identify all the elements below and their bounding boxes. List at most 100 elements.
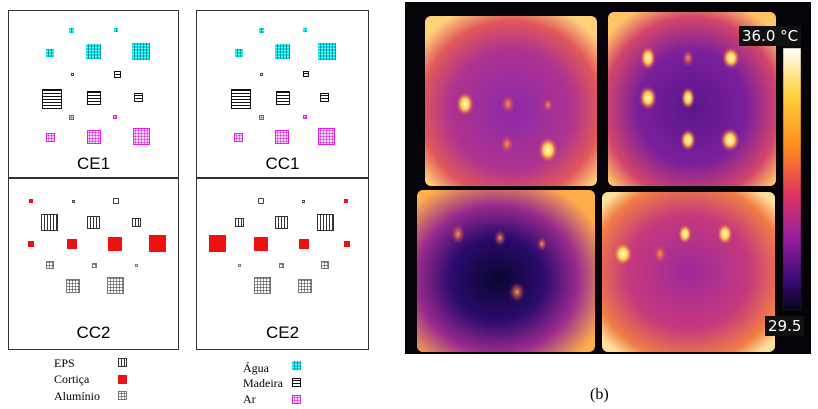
eps-sample <box>275 216 288 229</box>
legend-water-swatch <box>292 361 301 370</box>
panel-label: CC1 <box>265 154 300 173</box>
air-sample <box>234 133 243 142</box>
scale-max-label: 36.0 °C <box>739 26 802 46</box>
hotspot <box>456 92 474 116</box>
legend-wood-swatch <box>292 378 301 387</box>
hotspot <box>639 86 657 110</box>
air-sample <box>87 130 101 144</box>
water-sample <box>46 49 54 57</box>
eps-sample <box>132 218 141 227</box>
wood-sample <box>231 89 251 109</box>
hotspot <box>543 98 553 112</box>
cork-sample <box>28 241 34 247</box>
panel-ce2: CE2 <box>196 178 369 350</box>
wood-sample <box>42 89 62 109</box>
air-sample <box>46 133 55 142</box>
wood-sample <box>71 73 74 76</box>
legend-cork-label: Cortiça <box>54 372 90 386</box>
panel-ce1: CE1 <box>8 10 179 178</box>
wood-sample <box>134 93 143 102</box>
hotspot <box>680 129 696 151</box>
hotspot <box>501 94 515 114</box>
legend-air-swatch <box>292 395 301 404</box>
aluminum-sample <box>298 279 312 293</box>
water-sample <box>132 43 150 60</box>
hotspot <box>722 47 740 69</box>
cork-sample <box>67 239 77 249</box>
eps-sample <box>113 198 119 204</box>
aluminum-sample <box>238 264 241 267</box>
hotspot <box>653 244 667 264</box>
thermal-image: 36.0 °C 29.5 <box>405 2 811 354</box>
legend-cork-swatch <box>118 375 127 384</box>
panel-cc2: CC2 <box>8 178 179 350</box>
legend-wood-label: Madeira <box>243 376 283 390</box>
wood-sample <box>320 93 329 102</box>
air-sample <box>113 115 117 119</box>
panel-label: CE2 <box>265 323 300 342</box>
legend-aluminum-swatch <box>118 391 127 400</box>
air-sample <box>133 128 150 145</box>
hotspot <box>537 237 547 251</box>
hotspot <box>720 128 740 152</box>
water-sample <box>235 49 243 57</box>
eps-sample <box>41 214 58 231</box>
eps-sample <box>258 198 264 204</box>
aluminum-sample <box>107 277 124 294</box>
aluminum-sample <box>279 263 284 268</box>
hotspot <box>717 223 733 245</box>
wood-sample <box>276 91 290 105</box>
cork-sample <box>108 237 122 251</box>
hotspot <box>613 242 633 266</box>
hotspot <box>509 282 525 302</box>
hotspot <box>681 87 695 109</box>
hotspot <box>451 224 465 244</box>
panel-label: CE1 <box>76 154 111 173</box>
panel-label: CC2 <box>76 323 111 342</box>
thermal-svg <box>417 12 802 352</box>
water-sample <box>275 44 290 59</box>
wood-sample <box>114 71 121 78</box>
cork-sample <box>344 241 350 247</box>
hotspot <box>682 49 694 67</box>
air-sample <box>259 115 264 120</box>
plate-bottom-right <box>602 192 775 352</box>
wood-sample <box>260 73 263 76</box>
water-sample <box>303 28 307 32</box>
eps-sample <box>302 200 305 203</box>
aluminum-sample <box>92 263 97 268</box>
aluminum-sample <box>135 264 138 267</box>
scale-min-label: 29.5 <box>765 316 805 336</box>
legend-water-label: Água <box>243 361 269 375</box>
cork-sample <box>149 235 166 252</box>
wood-sample <box>87 91 101 105</box>
cork-sample <box>344 199 348 203</box>
legend-eps-label: EPS <box>54 356 75 370</box>
plate-bottom-left <box>417 190 595 352</box>
air-sample <box>69 115 74 120</box>
air-sample <box>303 115 307 119</box>
eps-sample <box>72 200 75 203</box>
legend-air-label: Ar <box>243 392 256 406</box>
air-sample <box>275 130 289 144</box>
hotspot <box>500 135 514 153</box>
water-sample <box>69 28 74 33</box>
hotspot <box>538 137 558 163</box>
cork-sample <box>254 237 268 251</box>
water-sample <box>318 43 336 60</box>
aluminum-sample <box>66 279 80 293</box>
water-sample <box>114 28 118 32</box>
legend-aluminum-label: Alumínio <box>54 389 101 403</box>
hotspot <box>494 230 506 246</box>
eps-sample <box>235 218 244 227</box>
hotspot <box>640 46 656 70</box>
figure-caption: (b) <box>590 386 609 403</box>
air-sample <box>318 128 335 145</box>
cork-sample <box>29 199 33 203</box>
legend-eps-swatch <box>118 358 127 367</box>
eps-sample <box>87 216 100 229</box>
eps-sample <box>317 214 334 231</box>
aluminum-sample <box>321 261 329 269</box>
wood-sample <box>303 71 309 77</box>
cork-sample <box>299 239 309 249</box>
